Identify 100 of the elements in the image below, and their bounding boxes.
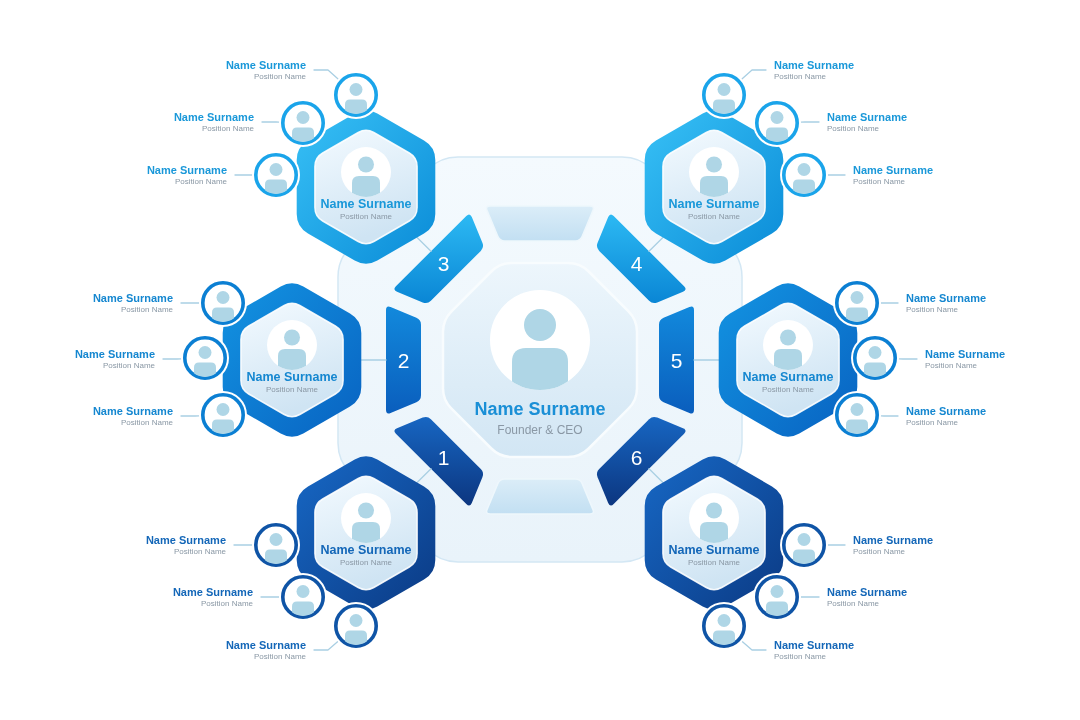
job-title: Position Name xyxy=(774,651,827,662)
number-tab xyxy=(386,305,421,415)
leader-line xyxy=(180,415,200,417)
person-name: Name Surname xyxy=(853,533,934,547)
tab-number: 6 xyxy=(630,446,643,467)
number-tab xyxy=(595,415,688,508)
job-title: Position Name xyxy=(253,71,306,82)
connector-line xyxy=(648,468,664,484)
avatar-circle xyxy=(780,151,828,199)
job-title: Position Name xyxy=(853,546,906,557)
person-name: Name Surname xyxy=(320,198,412,212)
job-title: Position Name xyxy=(827,123,880,134)
number-tab xyxy=(659,305,694,415)
avatar-circle xyxy=(199,279,247,327)
person-name: Name Surname xyxy=(474,400,606,420)
connector-line xyxy=(360,359,387,361)
leader-line xyxy=(741,69,767,80)
leader-line xyxy=(880,415,899,417)
leader-line xyxy=(741,640,767,651)
job-title: Position Name xyxy=(762,385,814,395)
person-name: Name Surname xyxy=(225,638,306,652)
leader-line xyxy=(800,121,820,123)
leader-line xyxy=(827,174,846,176)
leader-line xyxy=(898,358,918,360)
avatar-circle xyxy=(851,334,899,382)
person-name: Name Surname xyxy=(906,404,987,418)
job-title: Position Name xyxy=(266,385,318,395)
person-name: Name Surname xyxy=(827,110,908,124)
person-name: Name Surname xyxy=(774,638,855,652)
avatar-circle xyxy=(252,151,300,199)
leader-line xyxy=(180,302,200,304)
leader-line xyxy=(234,174,253,176)
avatar-circle xyxy=(279,99,327,147)
leader-line xyxy=(827,544,846,546)
job-title: Position Name xyxy=(827,598,880,609)
person-name: Name Surname xyxy=(668,198,760,212)
tab-number: 4 xyxy=(630,252,643,274)
job-title: Founder & CEO xyxy=(497,424,583,438)
person-name: Name Surname xyxy=(246,371,338,385)
job-title: Position Name xyxy=(120,417,173,428)
avatar-circle xyxy=(753,573,801,621)
connector-line xyxy=(693,359,720,361)
job-title: Position Name xyxy=(340,558,392,568)
leader-line xyxy=(260,596,280,598)
avatar-circle xyxy=(332,71,380,119)
tab-number: 1 xyxy=(437,446,450,467)
job-title: Position Name xyxy=(253,651,306,662)
job-title: Position Name xyxy=(688,212,740,222)
job-title: Position Name xyxy=(200,598,253,609)
avatar-circle xyxy=(700,71,748,119)
person-name: Name Surname xyxy=(827,585,908,599)
tab-number: 3 xyxy=(437,252,450,274)
avatar-circle xyxy=(332,602,380,650)
job-title: Position Name xyxy=(201,123,254,134)
connector-line xyxy=(416,236,432,252)
job-title: Position Name xyxy=(120,304,173,315)
connector-line xyxy=(648,236,664,252)
number-tab xyxy=(595,212,688,305)
person-name: Name Surname xyxy=(173,110,254,124)
leader-line xyxy=(800,596,820,598)
job-title: Position Name xyxy=(173,546,226,557)
number-tab xyxy=(392,212,485,305)
leader-line xyxy=(313,69,339,80)
avatar-circle xyxy=(199,391,247,439)
job-title: Position Name xyxy=(853,176,906,187)
leader-line xyxy=(233,544,253,546)
tab-number: 5 xyxy=(670,349,683,371)
avatar-circle xyxy=(780,521,828,569)
person-name: Name Surname xyxy=(320,544,412,558)
person-name: Name Surname xyxy=(225,58,306,72)
tab-number: 2 xyxy=(397,349,410,371)
number-tab xyxy=(392,415,485,508)
person-name: Name Surname xyxy=(92,291,173,305)
avatar-circle xyxy=(252,521,300,569)
leader-line xyxy=(880,302,899,304)
person-name: Name Surname xyxy=(172,585,253,599)
person-name: Name Surname xyxy=(853,163,934,177)
avatar-circle xyxy=(181,334,229,382)
leader-line xyxy=(313,640,339,651)
person-name: Name Surname xyxy=(92,404,173,418)
person-name: Name Surname xyxy=(74,347,155,361)
person-name: Name Surname xyxy=(742,371,834,385)
person-name: Name Surname xyxy=(774,58,855,72)
avatar-circle xyxy=(279,573,327,621)
job-title: Position Name xyxy=(906,304,959,315)
leader-line xyxy=(261,121,280,123)
job-title: Position Name xyxy=(174,176,227,187)
avatar-circle xyxy=(753,99,801,147)
person-name: Name Surname xyxy=(668,544,760,558)
leader-line xyxy=(162,358,182,360)
person-name: Name Surname xyxy=(145,533,226,547)
connector-line xyxy=(416,468,432,484)
person-name: Name Surname xyxy=(925,347,1006,361)
job-title: Position Name xyxy=(925,360,978,371)
avatar-circle xyxy=(833,391,881,439)
job-title: Position Name xyxy=(340,212,392,222)
job-title: Position Name xyxy=(688,558,740,568)
job-title: Position Name xyxy=(102,360,155,371)
job-title: Position Name xyxy=(906,417,959,428)
person-name: Name Surname xyxy=(906,291,987,305)
